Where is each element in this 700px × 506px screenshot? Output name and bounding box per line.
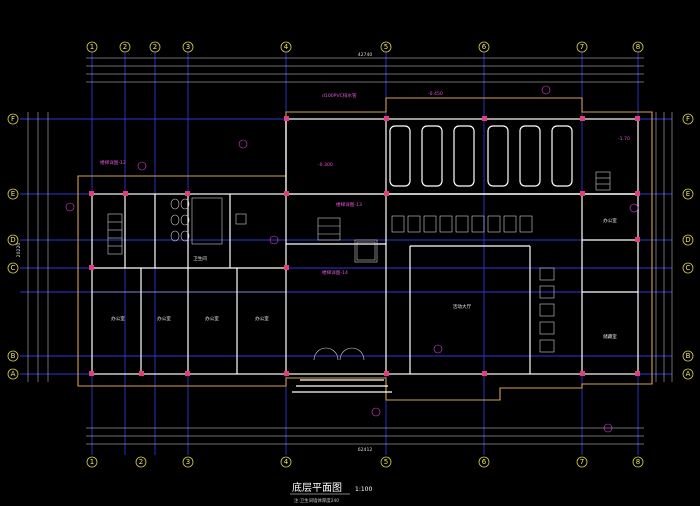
bottom-dimension: 62412: [358, 447, 373, 453]
columns: [89, 116, 640, 376]
axis-label: 4: [284, 458, 289, 466]
detail-markers: [65, 85, 639, 433]
stair-tag-1: 楼梯详图-12: [100, 159, 126, 166]
axis-label: 5: [384, 458, 388, 466]
axis-label: 6: [482, 458, 487, 466]
axis-label: 1: [90, 43, 94, 51]
upper-tag: -1.70: [618, 136, 630, 142]
axis-label: A: [11, 370, 16, 378]
drawing-title: 底层平面图: [292, 481, 342, 494]
building-outline: [77, 97, 653, 401]
axis-bubbles-side: F E D C B A F E D C B A: [7, 113, 694, 380]
lobby-seats: [391, 215, 555, 353]
axis-bubbles-bottom: 1 2 3 4 5 6 7 8: [86, 456, 644, 468]
axis-label: 7: [580, 458, 584, 466]
room-hall: 活动大厅: [453, 303, 472, 310]
axis-label: C: [11, 264, 16, 272]
axis-label: C: [686, 264, 691, 272]
garage-level: -0.450: [428, 91, 443, 97]
axis-label: B: [11, 352, 16, 360]
axis-label: 8: [636, 43, 640, 51]
stair-tag-2: 楼梯详图-13: [336, 201, 362, 208]
axis-label: 3: [186, 43, 190, 51]
walls: [91, 118, 639, 375]
room-toilet: 卫生间: [193, 255, 207, 262]
stair-tag-3: 楼梯详图-14: [322, 269, 348, 276]
axis-bubbles-top: 1 2 2 3 4 5 6 7 8: [86, 41, 644, 53]
room-storage: 储藏室: [603, 333, 617, 340]
room-office-4: 办公室: [255, 315, 269, 322]
entrance-doors: [292, 347, 392, 393]
axis-label: E: [11, 190, 15, 198]
axis-label: F: [686, 115, 690, 123]
axis-label: D: [10, 236, 15, 244]
axis-label: 5: [384, 43, 388, 51]
overall-dimension: 42740: [358, 52, 373, 58]
axis-label: 4: [284, 43, 289, 51]
lobby-level: -0.300: [318, 162, 333, 168]
axis-label: 1: [90, 458, 94, 466]
axis-label: 2: [153, 43, 157, 51]
axis-label: B: [686, 352, 691, 360]
dimension-lines: [27, 57, 673, 445]
axis-label: E: [686, 190, 690, 198]
garage-cars: [389, 125, 573, 187]
room-office-5: 办公室: [603, 217, 617, 224]
axis-label: 7: [580, 43, 584, 51]
drawing-scale: 1:100: [355, 486, 372, 493]
axis-label: 6: [482, 43, 487, 51]
toilet-fixtures: [170, 197, 247, 245]
axis-label: 2: [123, 43, 127, 51]
axis-label: F: [11, 115, 15, 123]
stairs: [107, 171, 611, 255]
axis-label: 8: [636, 458, 640, 466]
axis-label: 2: [139, 458, 143, 466]
left-dimension: 20220: [16, 243, 22, 258]
axis-label: 3: [186, 458, 190, 466]
axis-label: D: [685, 236, 690, 244]
room-office-3: 办公室: [205, 315, 219, 322]
top-pipe-label: d100PVC排水管: [322, 92, 357, 99]
room-office-1: 办公室: [111, 315, 125, 322]
room-office-2: 办公室: [157, 315, 171, 322]
axis-label: A: [686, 370, 691, 378]
drawing-note: 注:卫生间墙体厚度240: [294, 497, 339, 504]
